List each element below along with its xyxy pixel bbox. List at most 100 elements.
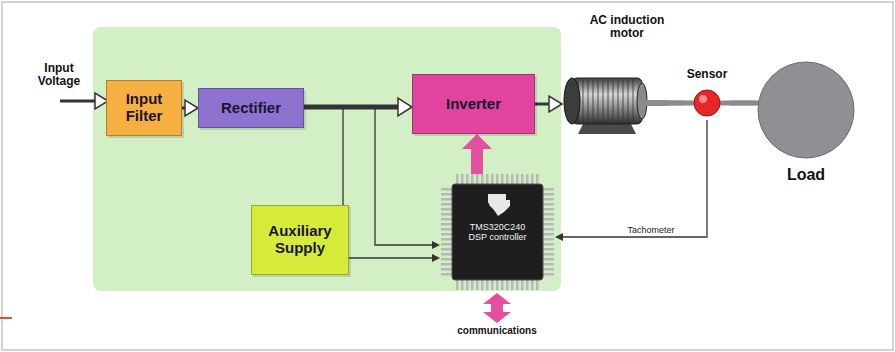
pin [441,198,452,201]
arrowhead [432,254,440,262]
sensor-node: Sensor [684,70,730,120]
pin [441,233,452,236]
pin [543,253,554,256]
pin [543,268,554,271]
pin [543,203,554,206]
pin [441,248,452,251]
connector-line [349,257,433,258]
pin [441,228,452,231]
connector [730,103,756,104]
motor-housing [572,78,642,124]
pin [543,263,554,266]
arrowhead [483,312,511,323]
chip-pins [441,174,554,290]
load-node: Load [756,60,856,192]
motor-front-cap [637,83,647,119]
motor-illustration [564,78,668,134]
pin [496,280,499,290]
arrowhead [483,293,511,304]
communications-label: communications [437,325,557,336]
pin [481,174,484,184]
connector-line [562,120,707,237]
communications-arrow [483,293,511,323]
connector [462,134,492,174]
connector-line [535,103,550,106]
motor-label: AC induction motor [588,14,666,41]
sensor-label: Sensor [674,68,740,81]
pin [511,174,514,184]
pin [543,193,554,196]
pin [501,174,504,184]
pin [441,188,452,191]
connector [349,254,440,262]
pin [461,174,464,184]
arrowhead [549,96,562,112]
load-label: Load [756,166,856,184]
pin [441,218,452,221]
drive-panel [93,27,561,291]
pin [506,174,509,184]
sensor-disc [694,90,720,116]
pin [521,174,524,184]
pin [543,188,554,191]
pin [441,253,452,256]
chip-body [452,184,543,280]
arrowhead [398,98,412,116]
pin [441,238,452,241]
pin [476,280,479,290]
pin [521,280,524,290]
motor-shaft [646,100,668,106]
pin [506,280,509,290]
pin [543,243,554,246]
connector [304,107,343,205]
pin [543,228,554,231]
connector-line [730,101,756,106]
pin [441,213,452,216]
motor-end-cap [564,78,580,124]
pin [441,193,452,196]
pin [543,233,554,236]
dsp-chip: TMS320C240 DSP controller [440,172,555,292]
arrowhead [555,233,563,241]
connector-line [471,148,483,174]
connector-line [666,101,684,106]
sensor-highlight [699,95,707,103]
pin [481,280,484,290]
input-wire [60,100,96,103]
pin [543,208,554,211]
connector [182,100,198,116]
pin [456,280,459,290]
rectifier-box: Rectifier [198,88,304,128]
connector [555,120,707,241]
box-text: Rectifier [218,100,284,117]
pin [496,174,499,184]
pin [543,258,554,261]
pin [543,223,554,226]
pin [441,273,452,276]
pin [461,280,464,290]
supply-box: Auxiliary Supply [251,205,349,275]
pin [543,238,554,241]
pin [531,280,534,290]
pin [543,248,554,251]
pin [441,268,452,271]
input-label: Input Voltage [30,62,88,89]
arrowhead [185,100,198,116]
pin [526,174,529,184]
box-text: Input Filter [107,91,181,125]
pin [471,174,474,184]
chip-logo [488,194,510,216]
pin [516,174,519,184]
pin [441,223,452,226]
motor-node: AC induction motor [562,12,666,135]
pin [491,280,494,290]
box-label: Inverter [443,96,504,113]
load-disc [758,62,854,158]
box-label: Rectifier [218,100,284,117]
pin [543,218,554,221]
chip-label: TMS320C240 DSP controller [464,222,531,242]
pin [441,203,452,206]
pin [441,243,452,246]
